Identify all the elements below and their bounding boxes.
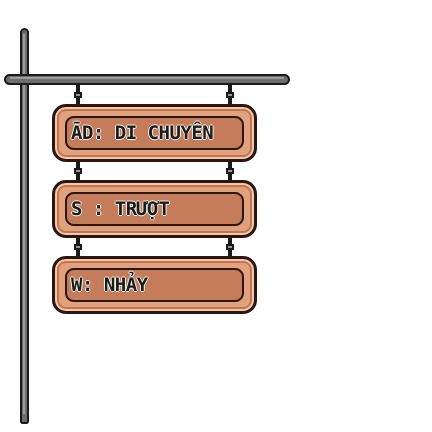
sign-jump: W: NHẢY [52,256,257,314]
signpost-pole [20,28,29,424]
sign-jump-label: W: NHẢY [71,274,148,296]
sign-move-panel: ĀD: DI CHUYÊN [65,116,244,150]
signpost-crossbar [4,74,290,85]
sign-slide: S : TRƯỢT [52,180,257,238]
chain-left-2 [74,160,82,182]
chain-right-1 [226,84,234,106]
chain-left-1 [74,84,82,106]
sign-move-label: ĀD: DI CHUYÊN [71,122,214,144]
sign-slide-panel: S : TRƯỢT [65,192,244,226]
chain-left-3 [74,236,82,258]
sign-slide-label: S : TRƯỢT [71,198,170,220]
sign-jump-panel: W: NHẢY [65,268,244,302]
sign-move: ĀD: DI CHUYÊN [52,104,257,162]
chain-right-3 [226,236,234,258]
chain-right-2 [226,160,234,182]
